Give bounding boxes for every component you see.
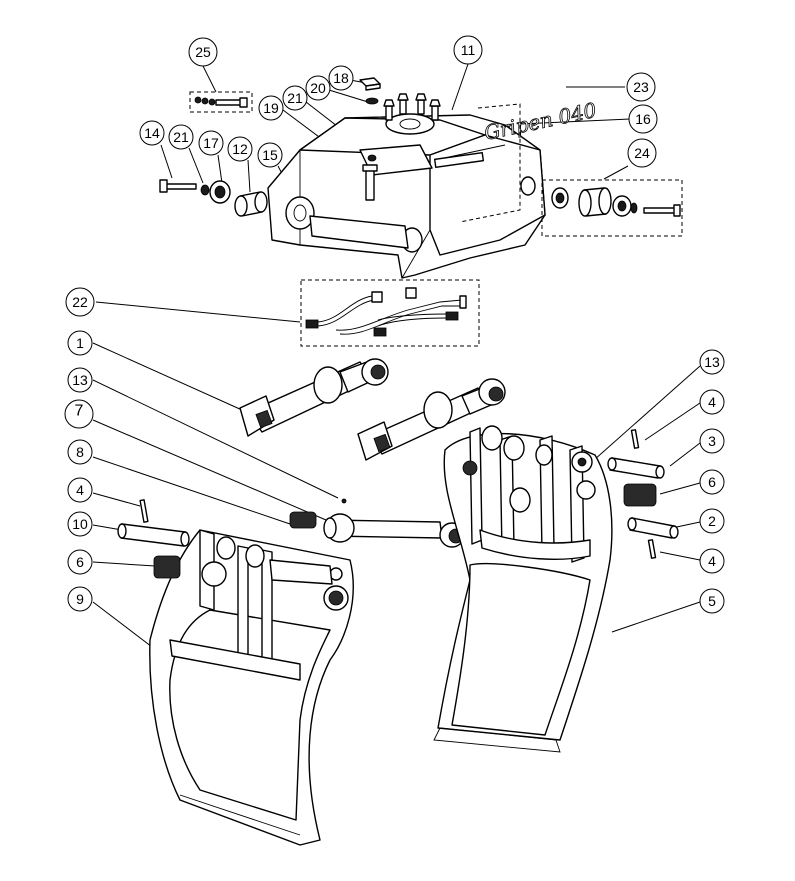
- callout-19: 19: [258, 95, 284, 121]
- svg-text:24: 24: [634, 145, 650, 161]
- hydraulic-swivel-fittings: [383, 93, 441, 121]
- bushing-8: [289, 511, 317, 529]
- bearing-6-left: [153, 555, 181, 579]
- callout-3: 3: [699, 428, 725, 454]
- callout-7: 7: [64, 399, 94, 429]
- bushing-17: [209, 180, 231, 204]
- svg-text:21: 21: [287, 90, 303, 106]
- pin-10: [117, 523, 190, 547]
- svg-text:16: 16: [635, 111, 651, 127]
- hydraulic-cylinder-left: [239, 358, 389, 437]
- callout-24: 24: [627, 138, 657, 168]
- svg-text:4: 4: [76, 482, 84, 498]
- roll-pin-4-left: [139, 499, 149, 523]
- callout-15: 15: [257, 142, 283, 168]
- callout-12: 12: [227, 136, 253, 162]
- svg-text:20: 20: [310, 80, 326, 96]
- callout-21-left: 21: [168, 124, 194, 150]
- pin-2: [627, 517, 679, 539]
- callout-25: 25: [188, 37, 218, 67]
- callout-1: 1: [67, 330, 93, 356]
- callout-21-top: 21: [282, 85, 308, 111]
- svg-text:10: 10: [72, 516, 88, 532]
- callout-13-right: 13: [699, 349, 725, 375]
- callout-2: 2: [699, 508, 725, 534]
- svg-text:14: 14: [144, 125, 160, 141]
- highlight-ring: [64, 399, 94, 429]
- callout-23: 23: [626, 72, 656, 102]
- washer-20: [365, 97, 379, 105]
- callout-16: 16: [628, 104, 658, 134]
- svg-text:12: 12: [232, 141, 248, 157]
- svg-text:6: 6: [708, 474, 716, 490]
- pin-3: [607, 457, 665, 479]
- callout-8: 8: [67, 439, 93, 465]
- callout-22: 22: [65, 287, 95, 317]
- svg-text:18: 18: [333, 70, 349, 86]
- callout-11: 11: [453, 35, 483, 65]
- washer-21: [200, 184, 210, 196]
- svg-text:11: 11: [461, 42, 476, 58]
- grab-jaw-9: [149, 529, 354, 846]
- svg-text:23: 23: [633, 79, 649, 95]
- brand-decal: Gripen 040: [482, 98, 599, 145]
- svg-text:13: 13: [72, 372, 88, 388]
- callout-6-right: 6: [699, 469, 725, 495]
- pin-kit-24: [541, 179, 683, 237]
- svg-text:9: 9: [76, 591, 84, 607]
- roll-pin-4-top-right: [630, 429, 640, 449]
- svg-text:5: 5: [708, 593, 716, 609]
- svg-text:13: 13: [704, 354, 720, 370]
- svg-text:22: 22: [72, 294, 88, 310]
- hardware-kit-25: [189, 91, 253, 113]
- callout-4-left: 4: [67, 477, 93, 503]
- callout-4-top-right: 4: [699, 389, 725, 415]
- svg-text:4: 4: [708, 553, 716, 569]
- callout-18: 18: [328, 65, 354, 91]
- svg-text:6: 6: [76, 554, 84, 570]
- svg-text:15: 15: [262, 147, 278, 163]
- svg-text:2: 2: [708, 513, 716, 529]
- roll-pin-4-bottom-right: [647, 539, 657, 559]
- callout-5: 5: [699, 588, 725, 614]
- svg-text:17: 17: [203, 135, 219, 151]
- grab-jaw-5: [433, 425, 613, 753]
- svg-text:25: 25: [195, 44, 211, 60]
- link-arm-7: [323, 498, 465, 548]
- nut-18: [359, 77, 381, 91]
- cap-screw-19: [362, 164, 378, 201]
- callout-20: 20: [305, 75, 331, 101]
- svg-text:19: 19: [263, 100, 279, 116]
- hydraulic-cylinder-right: [357, 378, 506, 461]
- hose-kit-22: [300, 279, 480, 347]
- callout-4-bottom-right: 4: [699, 548, 725, 574]
- pin-bolt-14: [159, 179, 197, 193]
- rotator-mount-bracket: Gripen 040: [267, 77, 599, 279]
- svg-text:8: 8: [76, 444, 84, 460]
- bearing-6-right: [623, 483, 657, 507]
- svg-text:3: 3: [708, 433, 716, 449]
- svg-text:7: 7: [75, 403, 84, 420]
- svg-text:4: 4: [708, 394, 716, 410]
- svg-text:1: 1: [76, 335, 84, 351]
- callout-13-left: 13: [67, 367, 93, 393]
- svg-text:21: 21: [173, 129, 189, 145]
- callout-6-left: 6: [67, 549, 93, 575]
- bushing-12: [234, 191, 268, 217]
- callout-9: 9: [67, 586, 93, 612]
- callout-10: 10: [67, 511, 93, 537]
- callout-17: 17: [198, 130, 224, 156]
- callout-14: 14: [139, 120, 165, 146]
